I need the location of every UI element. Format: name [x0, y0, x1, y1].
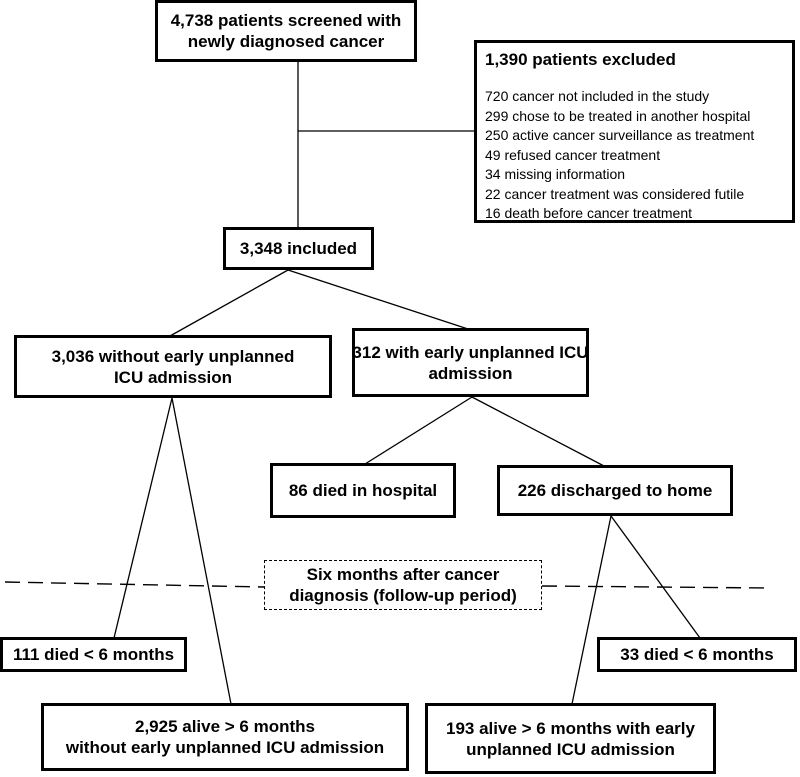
died-in-hospital-label: 86 died in hospital [288, 481, 438, 500]
alive-with-icu-line-1: 193 alive > 6 months with early [446, 718, 695, 738]
connector-included-with [287, 269, 469, 330]
screened-line-2: newly diagnosed cancer [187, 32, 385, 51]
without-icu-box: 3,036 without early unplanned ICU admiss… [14, 335, 332, 398]
discharged-home-label: 226 discharged to home [517, 481, 713, 500]
excluded-reason: 720 cancer not included in the study [485, 88, 710, 104]
connector-with-died [364, 396, 473, 465]
alive-without-icu-line-1: 2,925 alive > 6 months [134, 717, 315, 736]
with-icu-line-1: 312 with early unplanned ICU [352, 342, 589, 362]
with-icu-box: 312 with early unplanned ICU admission [352, 328, 589, 397]
connector-without-died [113, 397, 173, 639]
without-icu-line-2: ICU admission [113, 367, 233, 387]
alive-with-icu-line-2: unplanned ICU admission [466, 739, 675, 759]
followup-divider-left [4, 581, 265, 588]
alive-with-icu-box: 193 alive > 6 months with early unplanne… [425, 703, 716, 774]
screened-box: 4,738 patients screened with newly diagn… [155, 0, 417, 62]
followup-divider-right [541, 585, 771, 589]
connector-included-without [169, 269, 289, 337]
alive-without-icu-line-2: without early unplanned ICU admission [65, 738, 385, 757]
excluded-reason: 34 missing information [485, 166, 626, 182]
excluded-reason: 22 cancer treatment was considered futil… [485, 185, 745, 202]
followup-line-2: diagnosis (follow-up period) [289, 586, 517, 605]
connector-with-discharged [471, 396, 605, 467]
died-with-icu-box: 33 died < 6 months [597, 637, 797, 672]
excluded-reason: 49 refused cancer treatment [485, 146, 661, 163]
included-box: 3,348 included [223, 227, 374, 270]
died-in-hospital-box: 86 died in hospital [270, 463, 456, 518]
excluded-title: 1,390 patients excluded [485, 50, 676, 69]
alive-without-icu-box: 2,925 alive > 6 months without early unp… [41, 703, 409, 771]
excluded-reason: 250 active cancer surveillance as treatm… [485, 127, 755, 143]
excluded-reason: 16 death before cancer treatment [485, 205, 693, 221]
died-with-icu-label: 33 died < 6 months [620, 645, 774, 664]
died-without-icu-box: 111 died < 6 months [0, 637, 187, 672]
connector-discharged-alive [571, 515, 612, 705]
excluded-reason: 299 chose to be treated in another hospi… [485, 107, 751, 124]
connector-discharged-died [610, 515, 701, 639]
followup-line-1: Six months after cancer [306, 565, 500, 584]
connector-without-alive [171, 397, 232, 705]
without-icu-line-1: 3,036 without early unplanned [51, 346, 295, 366]
discharged-home-box: 226 discharged to home [497, 465, 733, 516]
included-label: 3,348 included [239, 239, 358, 258]
with-icu-line-2: admission [428, 363, 513, 383]
died-without-icu-label: 111 died < 6 months [12, 645, 175, 664]
screened-line-1: 4,738 patients screened with [170, 11, 402, 30]
excluded-box: 1,390 patients excluded 720 cancer not i… [474, 40, 795, 223]
followup-period-box: Six months after cancer diagnosis (follo… [264, 560, 542, 610]
